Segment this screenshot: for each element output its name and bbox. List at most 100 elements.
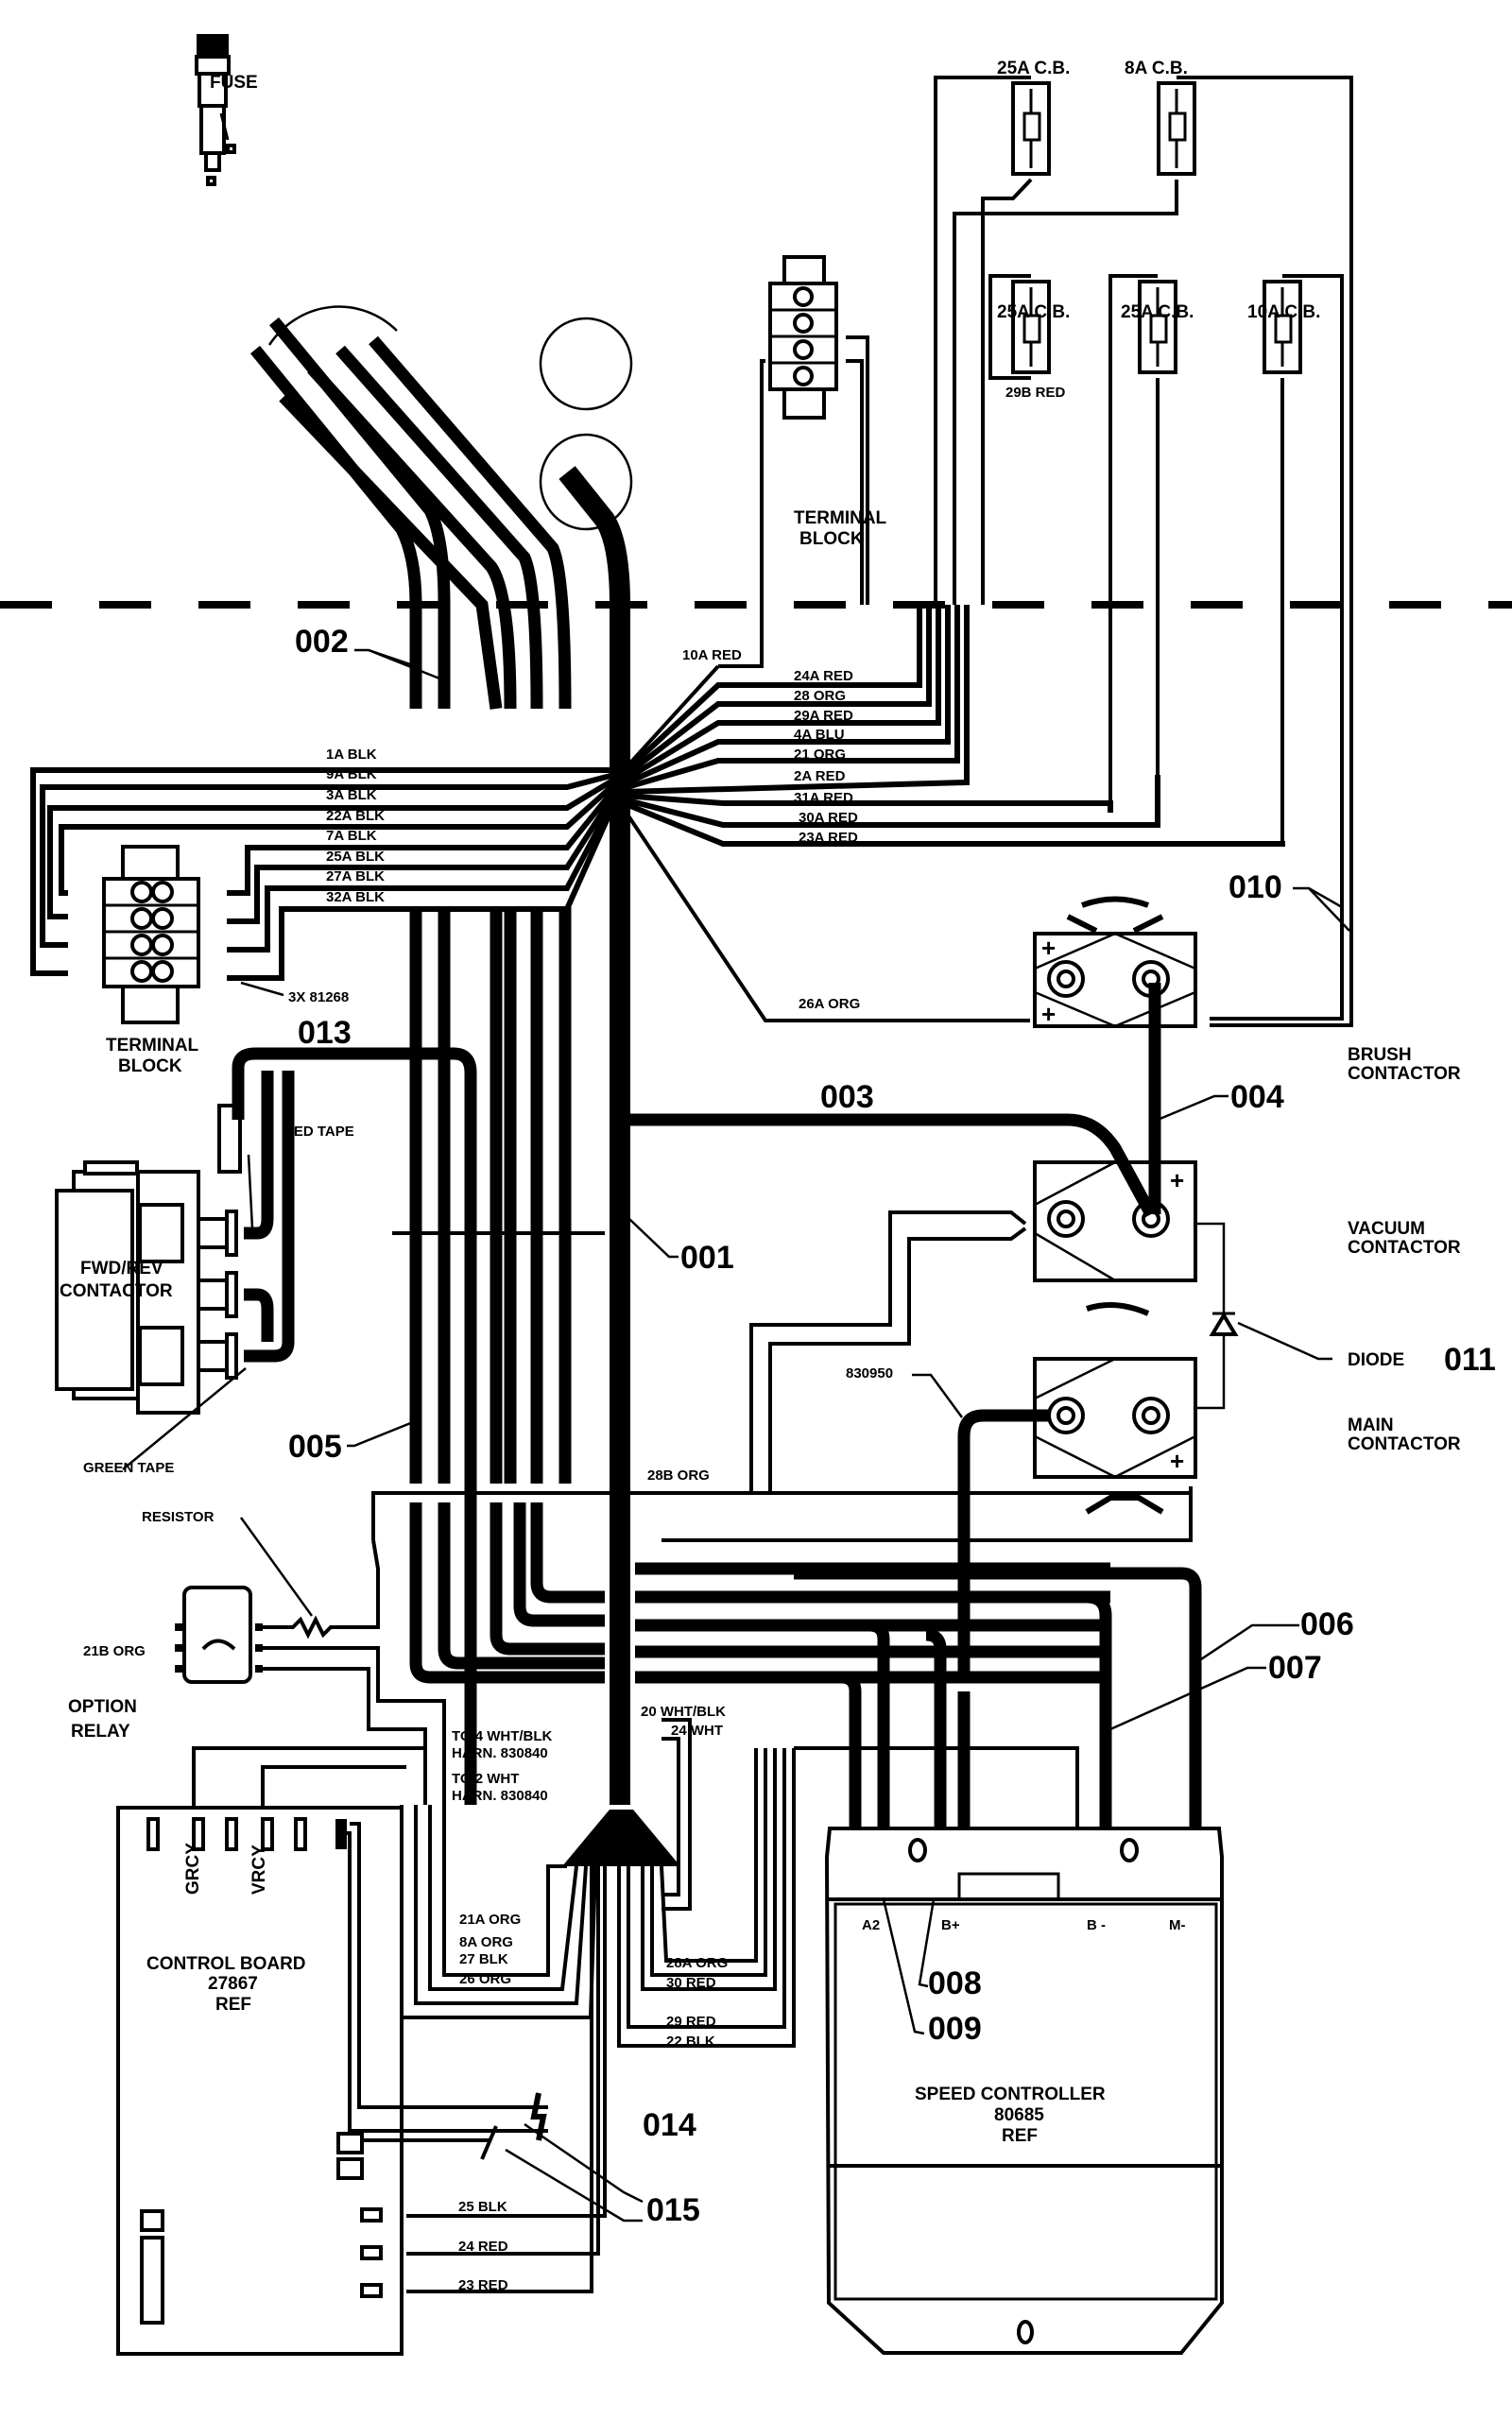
main-contactor-label-1: MAIN: [1348, 1416, 1394, 1435]
vacuum-contactor-label-2: CONTACTOR: [1348, 1238, 1461, 1258]
right-fan-wires: [621, 605, 1285, 1022]
fwd-rev-label-1: FWD/REV: [80, 1259, 163, 1279]
brush-contactor: + +: [1033, 896, 1197, 1028]
diode-label: DIODE: [1348, 1350, 1404, 1370]
wire-22-blk: 22 BLK: [666, 2034, 715, 2050]
harness-note-2b: HARN. 830840: [452, 1788, 548, 1804]
harness-note-1b: HARN. 830840: [452, 1745, 548, 1761]
wire-27-blk: 27 BLK: [459, 1951, 508, 1967]
wire-25-blk: 25 BLK: [458, 2199, 507, 2215]
terminal-block-left-label-1: TERMINAL: [106, 1036, 199, 1056]
wire-29-red: 29 RED: [666, 2014, 716, 2030]
wire-24-wht: 24 WHT: [671, 1723, 723, 1739]
terminal-block-left: [102, 845, 284, 1024]
terminal-block-left-label-2: BLOCK: [118, 1056, 182, 1076]
circuit-breakers: [934, 76, 1353, 983]
wire-24-red: 24 RED: [458, 2239, 508, 2255]
wire-22a-blk: 22A BLK: [326, 808, 385, 824]
main-contactor: +: [662, 1357, 1197, 1542]
callout-006: 006: [1300, 1606, 1354, 1642]
bundle-wires-lower: [409, 907, 1202, 1857]
callout-007: 007: [1268, 1650, 1322, 1686]
cb-mid-right-label: 10A C.B.: [1247, 302, 1320, 322]
wire-4a-blu: 4A BLU: [794, 727, 845, 743]
terminal-m-minus: M-: [1169, 1917, 1186, 1933]
wire-28a-org: 28A ORG: [666, 1955, 728, 1971]
wire-25a-blk: 25A BLK: [326, 849, 385, 865]
wire-28b-org: [371, 1491, 1191, 1540]
svg-text:+: +: [1170, 1166, 1184, 1194]
callout-004: 004: [1230, 1079, 1284, 1115]
terminal-block-left-note: 3X 81268: [288, 989, 349, 1005]
wire-7a-blk: 7A BLK: [326, 828, 377, 844]
wire-31a-red: 31A RED: [794, 790, 853, 806]
main-contactor-label-2: CONTACTOR: [1348, 1434, 1461, 1454]
cable-014: [232, 1047, 477, 1805]
wire-010: [1210, 983, 1353, 1027]
terminal-a2: A2: [862, 1917, 880, 1933]
callout-014: 013: [298, 1015, 352, 1051]
option-relay: [175, 1517, 446, 1805]
wire-21-org: 21 ORG: [794, 747, 846, 763]
callout-002: 002: [295, 624, 349, 660]
callout-010: 010: [1228, 869, 1282, 905]
option-relay-wire-label: 21B ORG: [83, 1643, 146, 1659]
red-tape-label: RED TAPE: [284, 1124, 354, 1140]
leader-006: [1194, 1623, 1299, 1665]
wire-1a-blk: 1A BLK: [326, 747, 377, 763]
cable-830950-label: 830950: [846, 1365, 893, 1382]
wire-30a-red: 30A RED: [799, 810, 858, 826]
terminal-b-plus: B+: [941, 1917, 960, 1933]
red-tape-cable: [244, 1071, 274, 1240]
callout-015: 015: [646, 2192, 700, 2228]
svg-text:+: +: [1170, 1447, 1184, 1475]
callout-008: 008: [928, 1965, 982, 2001]
wire-10a-red: 10A RED: [682, 647, 742, 663]
wire-21a-org: 21A ORG: [459, 1912, 521, 1928]
left-fan-wires: [30, 767, 617, 981]
wire-27a-blk: 27A BLK: [326, 868, 385, 884]
wire-bundle-002: [249, 305, 633, 1805]
harness-note-2a: TO 2 WHT: [452, 1771, 519, 1787]
callout-001: 001: [680, 1240, 734, 1276]
speed-controller-label-2: 80685: [994, 2105, 1044, 2125]
terminal-block-top: [718, 255, 869, 668]
harness-note-1a: TO 4 WHT/BLK: [452, 1728, 553, 1744]
control-board-pin-vrcy: VRCY: [249, 1845, 269, 1895]
terminal-block-top-label-2: BLOCK: [799, 529, 864, 549]
wire-3a-blk: 3A BLK: [326, 787, 377, 803]
leader-007: [1109, 1666, 1266, 1731]
wire-20-wht-blk: 20 WHT/BLK: [641, 1704, 726, 1720]
wire-8a-org: 8A ORG: [459, 1934, 513, 1950]
control-board-pin-grcy: GRCY: [183, 1843, 203, 1895]
wire-28b-label: 28B ORG: [647, 1467, 710, 1484]
wire-23a-red: 23A RED: [799, 830, 858, 846]
option-relay-label-1: OPTION: [68, 1697, 137, 1717]
green-tape-label: GREEN TAPE: [83, 1460, 174, 1476]
speed-controller: [824, 1827, 1224, 2355]
fuse-label: FUSE: [210, 73, 258, 93]
option-relay-label-2: RELAY: [71, 1722, 130, 1742]
svg-text:+: +: [1041, 934, 1056, 962]
resistor: [263, 1539, 380, 1639]
wire-29a-red: 29A RED: [794, 708, 853, 724]
cb-mid-center-label: 25A C.B.: [1121, 302, 1194, 322]
cb-mid-left-label: 25A C.B.: [997, 302, 1070, 322]
callout-003: 003: [820, 1079, 874, 1115]
brush-contactor-label-2: CONTACTOR: [1348, 1064, 1461, 1084]
wire-32a-blk: 32A BLK: [326, 889, 385, 905]
cb-top-right-label: 8A C.B.: [1125, 59, 1188, 78]
cb-top-left-label: 25A C.B.: [997, 59, 1070, 78]
wire-9a-blk: 9A BLK: [326, 766, 377, 782]
callout-011: 011: [1444, 1342, 1496, 1378]
wire-26-org: 26 ORG: [459, 1971, 511, 1987]
terminal-block-top-label-1: TERMINAL: [794, 508, 887, 528]
fwd-rev-label-2: CONTACTOR: [60, 1281, 173, 1301]
wire-30-red: 30 RED: [666, 1975, 716, 1991]
terminal-b-minus: B -: [1087, 1917, 1106, 1933]
cable-830950: [957, 1409, 1049, 1682]
speed-controller-label-1: SPEED CONTROLLER: [915, 2085, 1106, 2104]
vacuum-contactor-label-1: VACUUM: [1348, 1219, 1425, 1239]
control-board-label-1: CONTROL BOARD: [146, 1954, 306, 1974]
